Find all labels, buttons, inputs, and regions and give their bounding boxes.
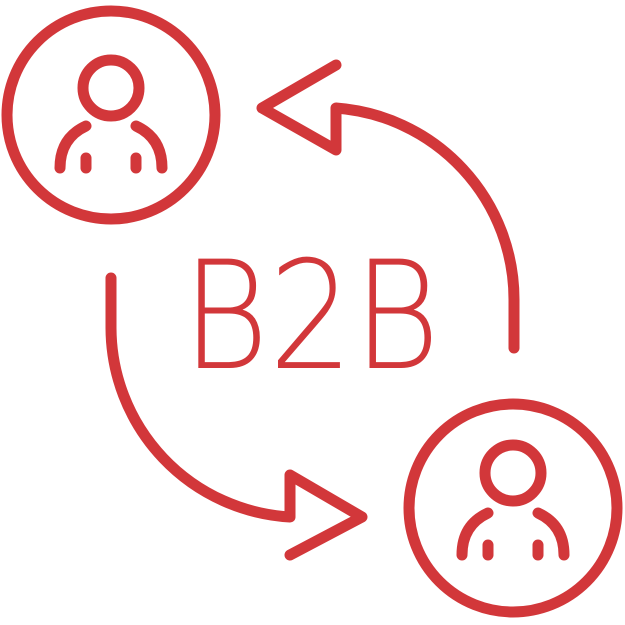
user-head-top-left <box>77 54 145 122</box>
arrow-b-to-a-icon <box>256 59 520 354</box>
user-circle-bottom-right <box>403 398 623 618</box>
user-icon-bottom-right <box>403 398 623 618</box>
user-circle-top-left <box>1 5 221 225</box>
user-shoulder-right <box>130 120 168 174</box>
user-shoulder-right <box>532 507 570 561</box>
b2b-label: B2B <box>182 230 440 404</box>
user-icon-top-left <box>1 5 221 225</box>
arrow-a-to-b-icon <box>105 272 368 561</box>
user-shoulder-left <box>456 507 494 561</box>
user-head-bottom-right <box>479 439 547 507</box>
arrow-top-path <box>256 59 520 354</box>
user-shoulder-left <box>54 120 92 174</box>
arrow-bottom-path <box>105 272 368 561</box>
